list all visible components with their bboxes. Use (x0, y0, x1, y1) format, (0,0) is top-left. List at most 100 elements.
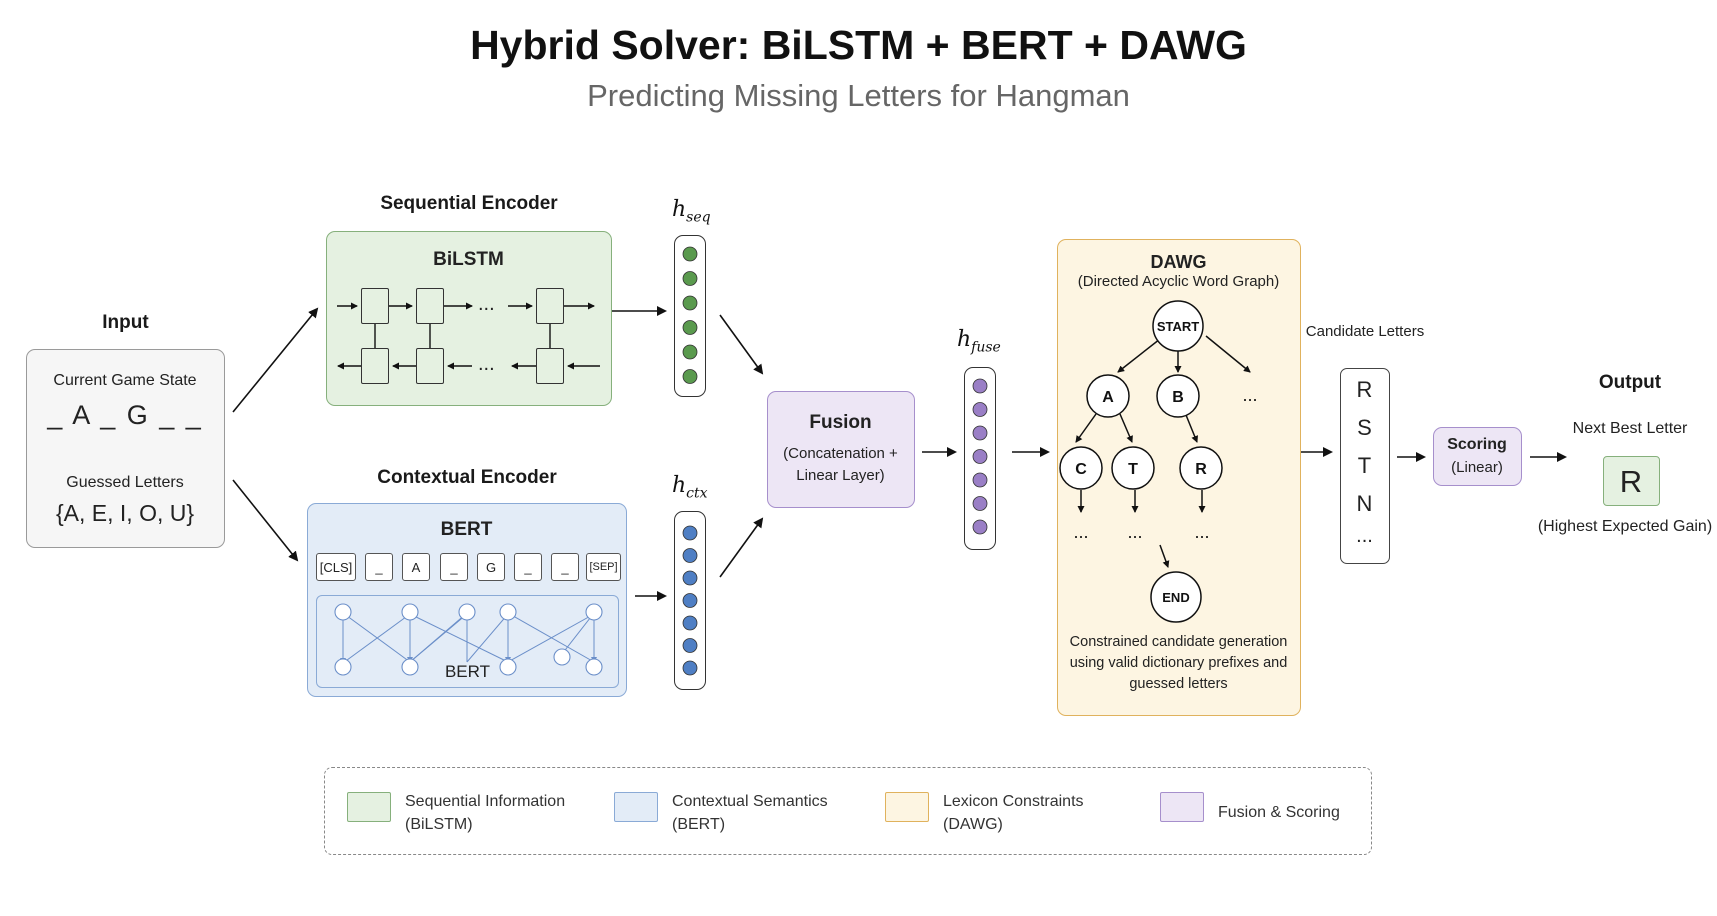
dawg-node-a (1086, 374, 1130, 418)
dawg-node-c-label: C (1075, 461, 1087, 478)
output-header: Output (1598, 372, 1662, 393)
bert-label: BERT (440, 519, 493, 540)
token-blank: _ (440, 553, 468, 581)
legend-item-sequential: Sequential Information(BiLSTM) (405, 793, 566, 833)
scoring-box: Scoring (Linear) (1433, 427, 1522, 486)
output-note: (Highest Expected Gain) (1537, 518, 1713, 535)
vector-dot (682, 615, 698, 631)
arrow-hseq-to-fusion (719, 314, 764, 375)
vector-dot (682, 660, 698, 676)
bert-inner-label: BERT (444, 662, 491, 681)
dawg-ellipsis: ... (1194, 522, 1209, 542)
fusion-title: Fusion (809, 412, 872, 433)
fusion-box: Fusion (Concatenation + Linear Layer) (767, 391, 915, 508)
bilstm-label: BiLSTM (433, 249, 504, 270)
lstm-backward-cell (361, 348, 389, 384)
vector-dot (972, 378, 988, 394)
input-header: Input (102, 312, 149, 333)
candidate-letter: N (1356, 491, 1373, 516)
diagram-title: Hybrid Solver: BiLSTM + BERT + DAWG (470, 22, 1247, 68)
candidate-letters-box: R S T N ... (1340, 368, 1390, 564)
vector-dot (972, 496, 988, 511)
dawg-node-t (1111, 446, 1155, 490)
input-box: Current Game State _ A _ G _ _ Guessed L… (26, 349, 225, 548)
vector-dot (972, 519, 988, 535)
vector-dot (682, 548, 698, 563)
h-seq-label: hseq (672, 197, 711, 226)
token-blank: _ (365, 553, 393, 581)
arrow-input-to-bilstm (232, 307, 319, 413)
vector-dot (682, 525, 698, 541)
token-sep: [SEP] (586, 553, 621, 581)
dawg-node-b-label: B (1172, 389, 1184, 406)
lstm-backward-cell (416, 348, 444, 384)
guessed-letters-value: {A, E, I, O, U} (55, 500, 195, 526)
dawg-note: Constrained candidate generation using v… (1069, 634, 1288, 692)
scoring-title: Scoring (1447, 436, 1507, 453)
sequential-encoder-header: Sequential Encoder (380, 193, 558, 214)
guessed-letters-label: Guessed Letters (66, 474, 184, 491)
token-cls: [CLS] (316, 553, 356, 581)
dawg-node-c (1059, 446, 1103, 490)
dawg-ellipsis: ... (1242, 385, 1257, 405)
dawg-node-end-label: END (1162, 590, 1189, 605)
legend-swatch-sequential (347, 792, 391, 822)
bert-attention-panel (316, 595, 619, 688)
token-blank: _ (551, 553, 579, 581)
lstm-forward-cell (416, 288, 444, 324)
arrow-input-to-bert (232, 479, 299, 562)
vector-dot (682, 369, 698, 384)
h-fuse-label: hfuse (957, 327, 1001, 356)
lstm-forward-ellipsis: ... (478, 293, 495, 315)
vector-dot (682, 295, 698, 311)
contextual-encoder-header: Contextual Encoder (377, 467, 557, 488)
vector-dot (682, 593, 698, 608)
legend-swatch-lexicon (885, 792, 929, 822)
dawg-node-a-label: A (1102, 389, 1114, 406)
vector-dot (682, 344, 698, 360)
vector-dot (972, 472, 988, 488)
dawg-node-start-label: START (1157, 319, 1199, 334)
arrow-hctx-to-fusion (719, 517, 764, 578)
dawg-node-start (1152, 300, 1204, 352)
candidate-letter: S (1357, 415, 1372, 440)
fusion-desc: (Concatenation + Linear Layer) (783, 445, 898, 484)
vector-dot (682, 246, 698, 262)
dawg-node-b (1156, 374, 1200, 418)
candidate-ellipsis: ... (1356, 525, 1373, 547)
vector-dot (972, 402, 988, 417)
dawg-title: DAWG (1150, 252, 1207, 272)
output-letter: R (1619, 464, 1643, 499)
token-g: G (477, 553, 505, 581)
next-best-letter-label: Next Best Letter (1572, 420, 1688, 437)
token-blank: _ (514, 553, 542, 581)
dawg-node-t-label: T (1128, 461, 1138, 478)
legend-item-contextual: Contextual Semantics(BERT) (672, 793, 828, 833)
dawg-subtitle: (Directed Acyclic Word Graph) (1077, 273, 1280, 290)
bert-box: BERT (307, 503, 627, 697)
game-state-label: Current Game State (53, 372, 197, 389)
candidate-letter: R (1356, 377, 1373, 402)
dawg-node-r-label: R (1195, 461, 1207, 478)
legend-swatch-fusion (1160, 792, 1204, 822)
vector-dot (682, 271, 698, 286)
lstm-forward-cell (536, 288, 564, 324)
legend-item-fusion: Fusion & Scoring (1218, 804, 1340, 821)
vector-dot (682, 320, 698, 335)
dawg-ellipsis: ... (1073, 522, 1088, 542)
legend (324, 767, 1372, 855)
vector-dot (682, 570, 698, 586)
game-state-value: _ A _ G _ _ (47, 400, 203, 430)
candidate-letters-label: Candidate Letters (1305, 323, 1425, 340)
legend-item-lexicon: Lexicon Constraints(DAWG) (943, 793, 1084, 833)
scoring-desc: (Linear) (1451, 459, 1503, 476)
lstm-backward-ellipsis: ... (478, 353, 495, 375)
output-letter-box: R (1603, 456, 1660, 506)
vector-dot (972, 425, 988, 441)
dawg-node-end (1150, 571, 1202, 623)
legend-swatch-contextual (614, 792, 658, 822)
h-ctx-label: hctx (672, 473, 708, 502)
vector-dot (972, 449, 988, 464)
token-a: A (402, 553, 430, 581)
lstm-forward-cell (361, 288, 389, 324)
